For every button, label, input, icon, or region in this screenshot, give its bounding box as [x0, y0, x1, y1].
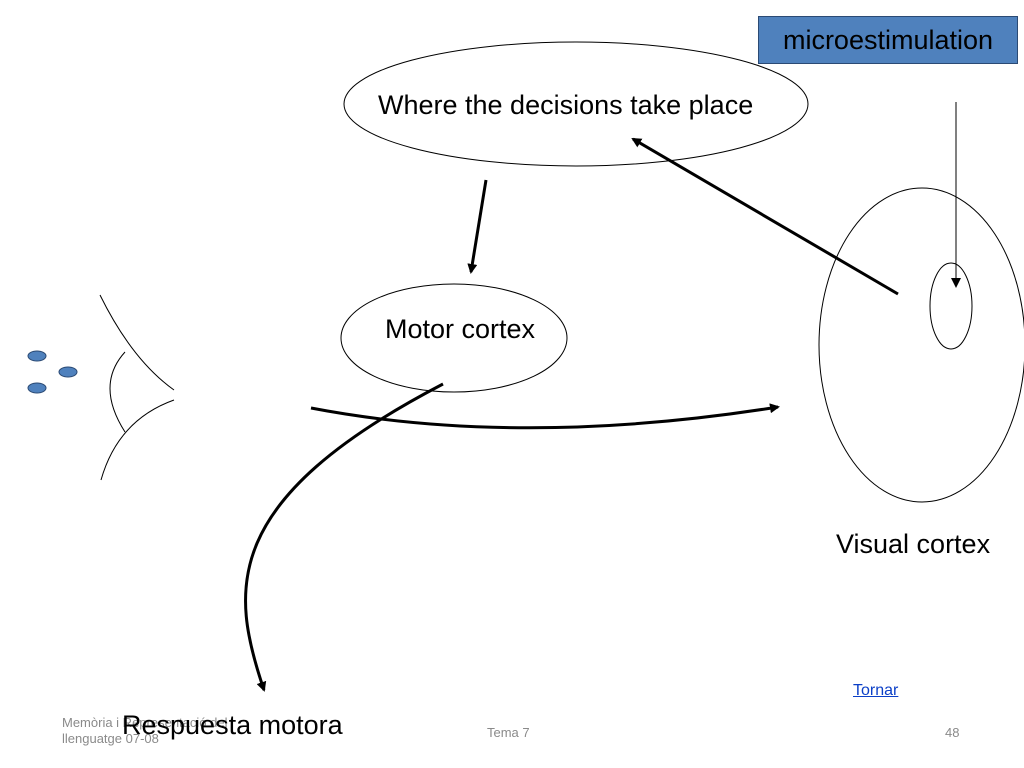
visual-to-decision-arrow — [631, 137, 899, 296]
motor-cortex-ellipse — [340, 283, 568, 393]
visual-cortex-label: Visual cortex — [836, 529, 991, 559]
decisions-ellipse — [343, 41, 809, 167]
microstimulation-label: microestimulation — [782, 24, 994, 55]
microstimulation-box: microestimulation — [758, 16, 1018, 64]
motor-cortex-label: Motor cortex — [385, 314, 536, 344]
tornar-link[interactable]: Tornar — [853, 682, 899, 699]
eye-to-visual-arrow — [310, 403, 780, 430]
stimulus-dot — [27, 382, 47, 394]
slide-number: 48 — [945, 725, 960, 740]
eye-lens-curve — [109, 351, 126, 433]
decisions-label: Where the decisions take place — [378, 90, 754, 120]
stimulus-dot — [27, 350, 47, 362]
motor-to-response-arrow — [244, 382, 444, 692]
eye-lower-line — [100, 399, 175, 481]
eye-upper-line — [99, 294, 175, 391]
visual-cortex-ellipse — [818, 187, 1024, 503]
footer-course-title: Memòria i Representació del llenguatge 0… — [62, 715, 228, 746]
stimulus-dot — [58, 366, 78, 378]
stimulation-site-ellipse — [929, 262, 973, 350]
decision-to-motor-arrow — [467, 179, 488, 274]
footer-topic: Tema 7 — [487, 725, 530, 740]
motor-response-label: Respuesta motora — [122, 710, 343, 740]
